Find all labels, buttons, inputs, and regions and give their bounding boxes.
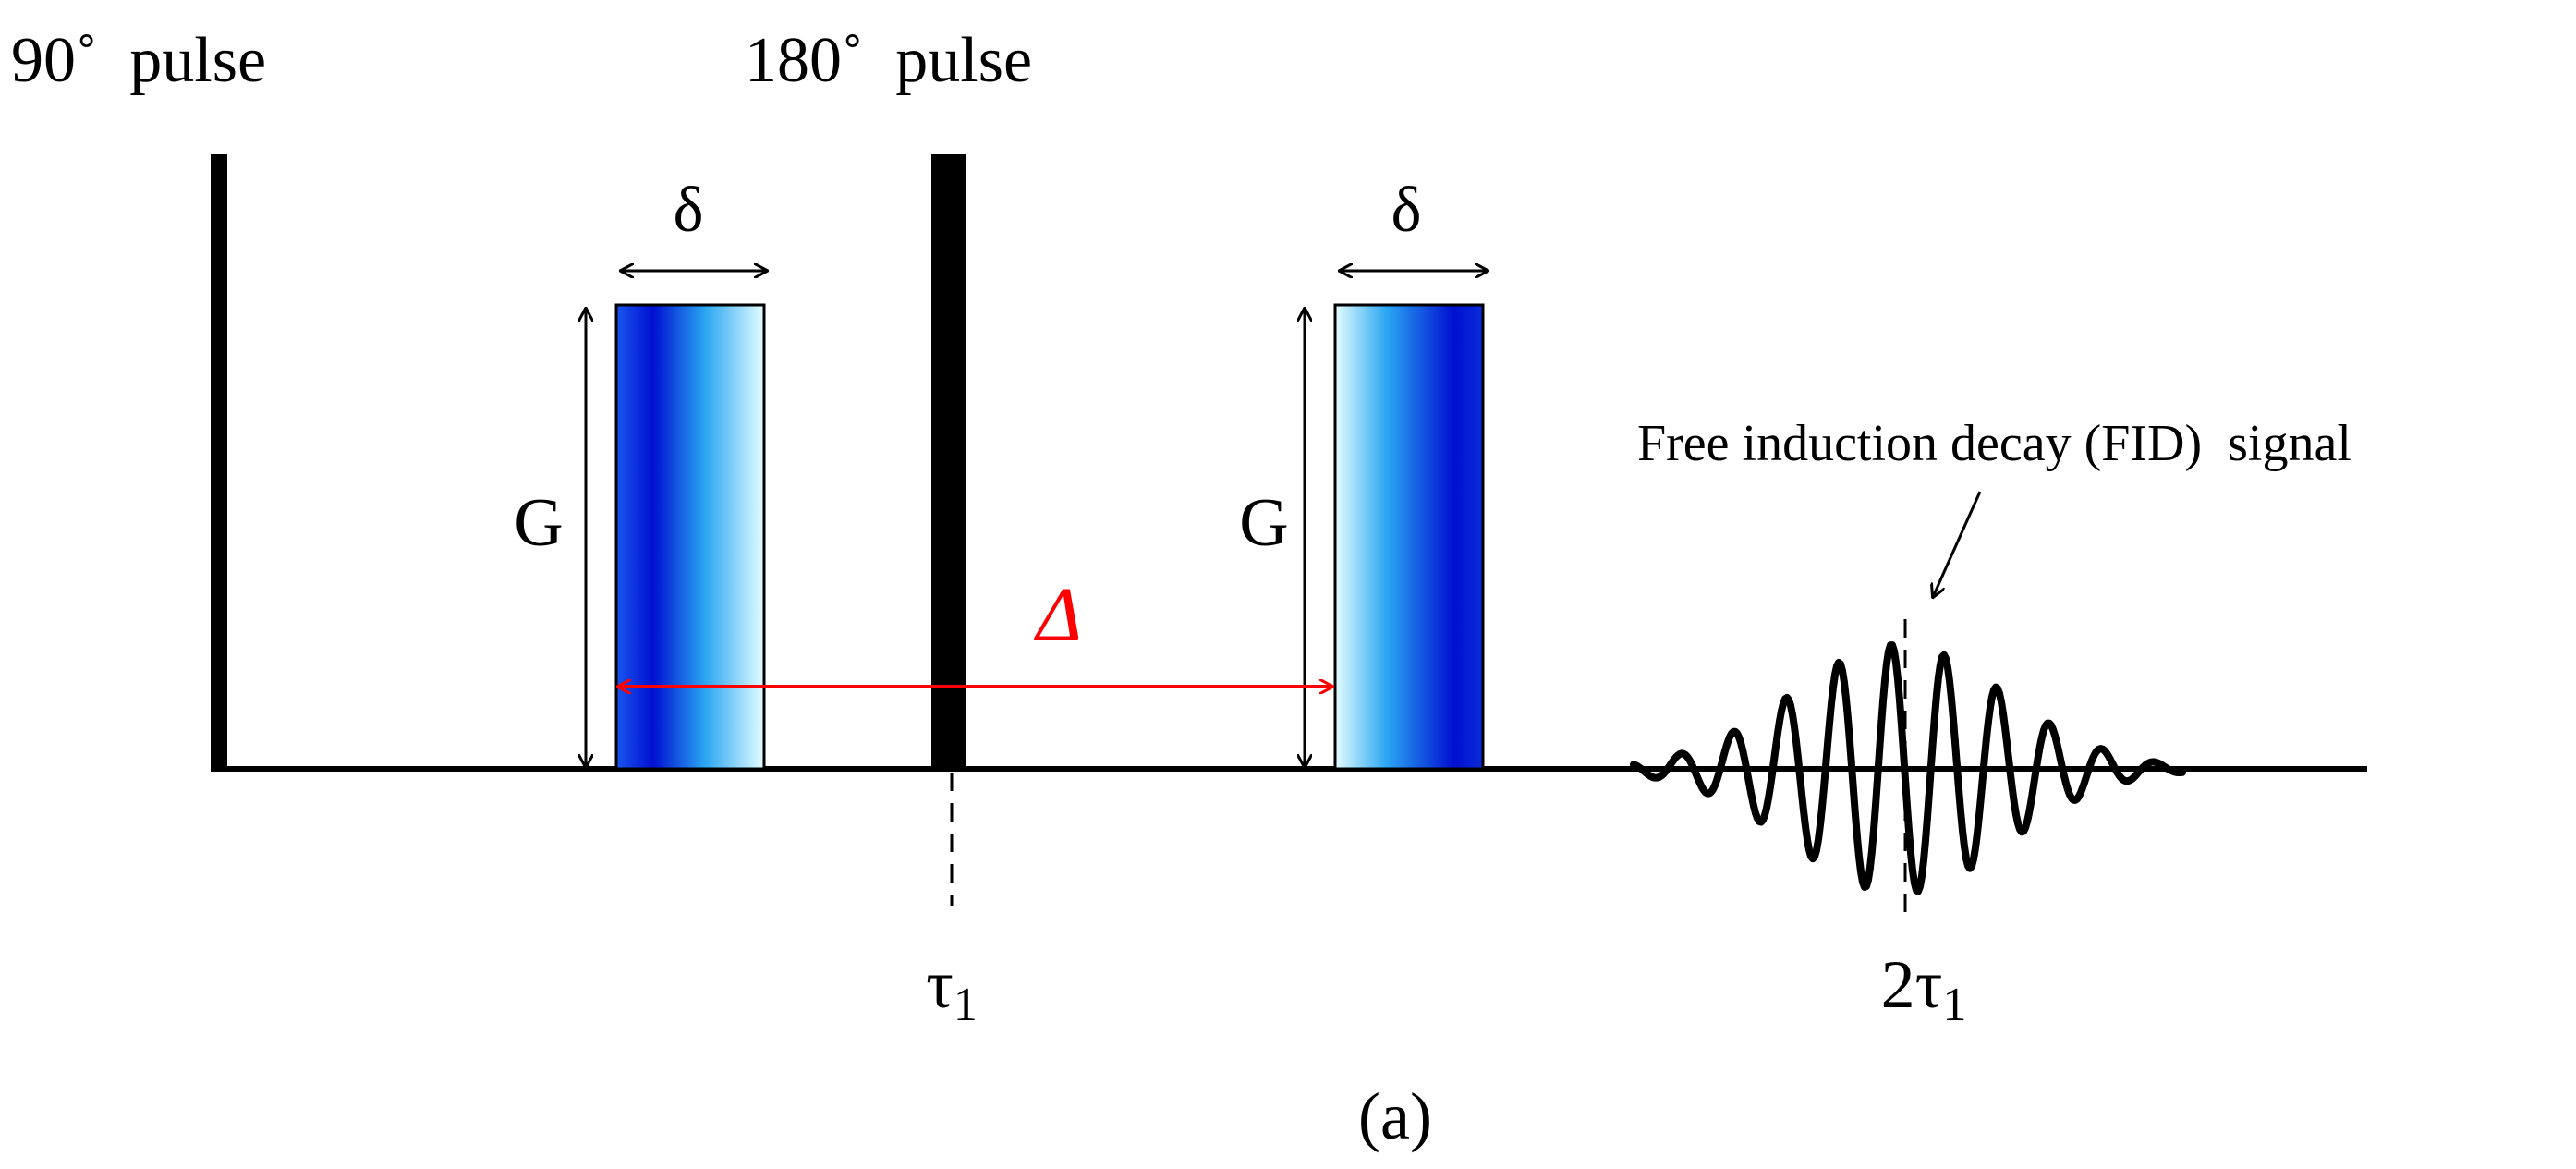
- fid-label: Free induction decay (FID) signal: [1637, 415, 2351, 472]
- pulse-90-label: 90˚ pulse: [11, 25, 266, 96]
- tau1-label: τ1: [926, 947, 978, 1031]
- g-label-right: G: [1239, 485, 1288, 561]
- gradient-pulse-right: [1333, 303, 1485, 771]
- big-delta-label: Δ: [1027, 572, 1096, 658]
- pulse-90-bar: [211, 154, 227, 771]
- two-tau1-label: 2τ1: [1881, 947, 1967, 1031]
- panel-label: (a): [1358, 1079, 1432, 1153]
- fid-pointer-arrow: [1933, 491, 1982, 597]
- g-label-left: G: [514, 485, 563, 561]
- pulse-180-bar: [931, 154, 966, 771]
- delta-label-right: δ: [1391, 175, 1422, 246]
- delta-label-left: δ: [674, 175, 704, 246]
- fid-waveform: [1630, 641, 2186, 895]
- gradient-pulse-left: [614, 303, 766, 771]
- pulse-180-label: 180˚ pulse: [745, 25, 1032, 96]
